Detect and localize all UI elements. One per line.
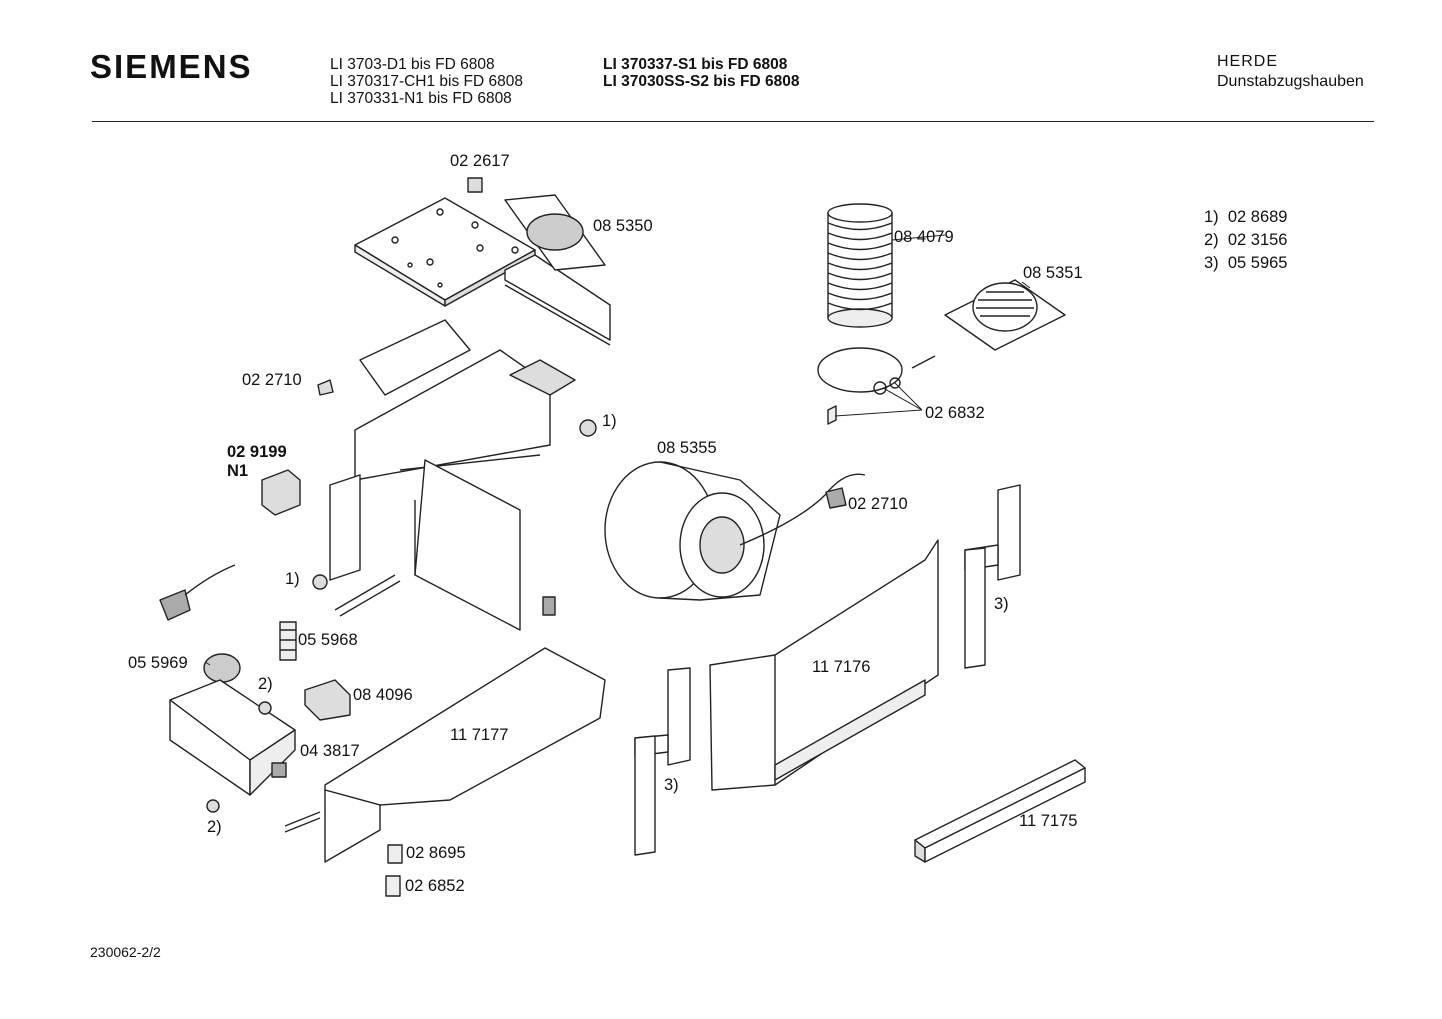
grille-085351 (944, 279, 1066, 351)
grommet-026852 (385, 875, 401, 897)
grommet-028695 (387, 844, 403, 864)
reference-legend: 1) 02 8689 2) 02 3156 3) 05 5965 (1204, 206, 1288, 275)
part-label: 08 5350 (593, 217, 653, 235)
power-plug (159, 564, 236, 621)
switch-043817 (271, 762, 287, 778)
model-line: LI 370317-CH1 bis FD 6808 (330, 73, 524, 90)
part-ref: 3) (664, 776, 679, 794)
corner-profile (964, 484, 1021, 669)
part-ref: 1) (602, 412, 617, 430)
base-tray-117177 (284, 647, 606, 863)
clamp-026832 (817, 347, 936, 425)
bearing (579, 419, 597, 437)
model-line: LI 370337-S1 bis FD 6808 (603, 56, 788, 73)
model-line: LI 37030SS-S2 bis FD 6808 (603, 73, 800, 90)
part-label: 02 6832 (925, 404, 985, 422)
capacitor-055969 (203, 653, 241, 683)
model-line: LI 370331-N1 bis FD 6808 (330, 90, 512, 107)
category-block: HERDE Dunstabzugshauben (1217, 52, 1364, 92)
relay-029199 (261, 469, 301, 516)
legend-row: 2) 02 3156 (1204, 231, 1288, 249)
part-label: 08 5355 (657, 439, 717, 457)
part-label: 11 7175 (1019, 812, 1078, 830)
part-label: 08 4079 (894, 228, 954, 246)
header-divider (92, 121, 1374, 122)
legend-row: 1) 02 8689 (1204, 208, 1288, 226)
part-label: 08 5351 (1023, 264, 1083, 282)
document-number: 230062-2/2 (90, 944, 161, 960)
switch-box (169, 679, 296, 796)
part-ref: 2) (258, 675, 273, 693)
leader-lines (204, 234, 1031, 666)
bearing (312, 574, 328, 590)
part-label: 02 2710 (848, 495, 908, 513)
model-list-left: LI 3703-D1 bis FD 6808 LI 370317-CH1 bis… (330, 56, 523, 107)
spring-055968 (279, 621, 297, 661)
top-plate (354, 197, 536, 307)
front-panel-117176 (709, 539, 939, 791)
knob (258, 701, 272, 715)
filter-frame-117175 (914, 759, 1086, 863)
legend-row: 3) 05 5965 (1204, 254, 1288, 272)
category-title: HERDE (1217, 53, 1279, 70)
part-label: 02 9199 (227, 443, 287, 461)
middle-panel (414, 459, 556, 631)
part-label: 04 3817 (300, 742, 360, 760)
part-label: 02 6852 (405, 877, 465, 895)
part-ref: 2) (207, 818, 222, 836)
part-label: 05 5968 (298, 631, 358, 649)
outlet-frame-085350 (504, 194, 606, 271)
part-label: 05 5969 (128, 654, 188, 672)
blower-085355 (604, 461, 866, 601)
side-panel (329, 474, 401, 617)
rear-housing (354, 319, 576, 481)
part-label: 02 2617 (450, 152, 510, 170)
part-label: 11 7177 (450, 726, 509, 744)
part-ref: 3) (994, 595, 1009, 613)
clip-022710 (317, 379, 334, 396)
model-line: LI 3703-D1 bis FD 6808 (330, 56, 495, 73)
part-label: 02 2710 (242, 371, 302, 389)
clip-022710 (825, 487, 847, 509)
part-ref: 1) (285, 570, 300, 588)
part-label: 02 8695 (406, 844, 466, 862)
part-label: 08 4096 (353, 686, 413, 704)
clip-022617 (467, 177, 483, 193)
category-subtitle: Dunstabzugshauben (1217, 73, 1364, 90)
knob (206, 799, 220, 813)
bracket-084096 (304, 679, 351, 721)
duct-hose-084079 (827, 203, 893, 328)
model-list-right: LI 370337-S1 bis FD 6808 LI 37030SS-S2 b… (603, 56, 799, 90)
part-label: 11 7176 (812, 658, 871, 676)
brand-logo: SIEMENS (90, 48, 253, 85)
corner-profile (634, 667, 691, 856)
plate-bracket (504, 254, 611, 346)
part-label: N1 (227, 462, 249, 480)
